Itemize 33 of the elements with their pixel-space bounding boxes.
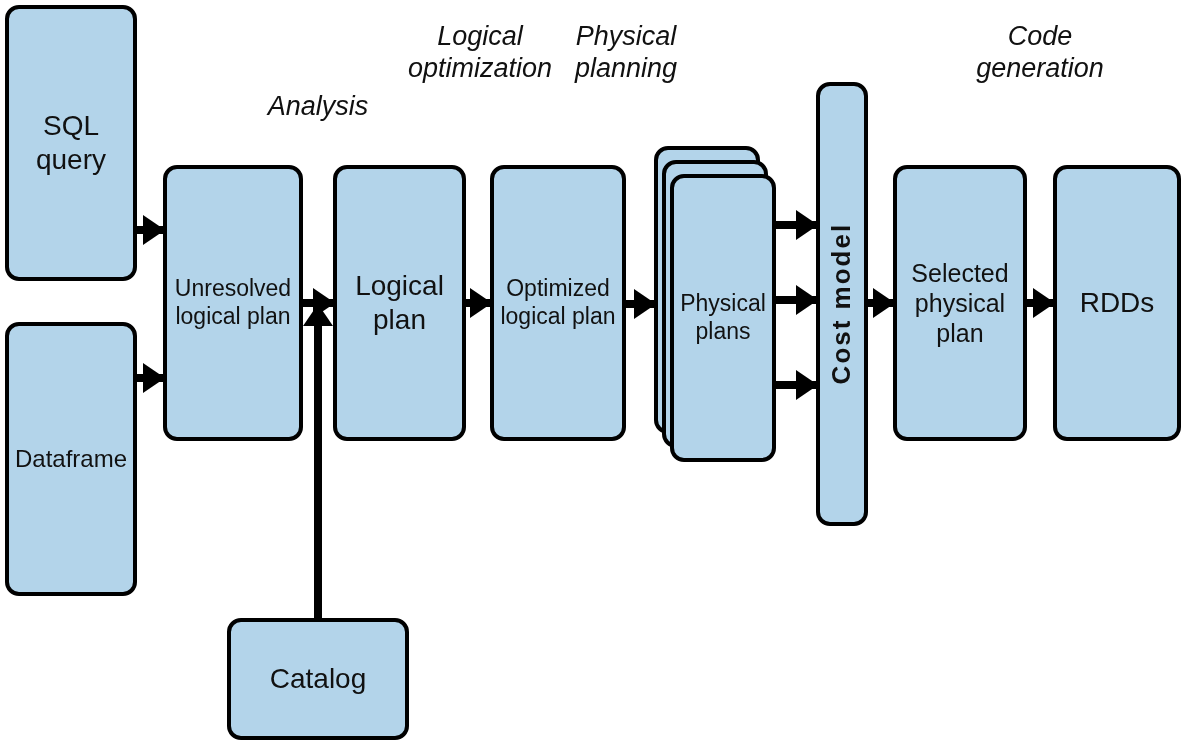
arrow	[466, 288, 492, 318]
node-label: Unresolved logical plan	[173, 275, 293, 331]
vertical-process-bar	[816, 82, 868, 526]
node-label: Physical plans	[679, 290, 767, 346]
process-box	[227, 618, 409, 740]
process-box	[5, 322, 137, 596]
arrow	[1027, 288, 1055, 318]
arrow	[626, 289, 656, 319]
process-box	[163, 165, 303, 441]
node-label: Optimized logical plan	[499, 275, 617, 331]
node-label: Cost model	[826, 223, 858, 385]
process-box	[490, 165, 626, 441]
arrow	[776, 210, 818, 240]
node-label: Dataframe	[13, 444, 128, 474]
arrow	[137, 363, 165, 393]
node-label: SQL query	[34, 109, 107, 177]
arrow	[776, 285, 818, 315]
stage-label: Code generation	[975, 20, 1105, 85]
node-label: Catalog	[268, 662, 368, 696]
process-box	[5, 5, 137, 281]
arrow	[137, 215, 165, 245]
stage-label: Physical planning	[573, 20, 679, 85]
arrow	[868, 288, 895, 318]
process-box	[333, 165, 466, 441]
stage-label: Logical optimization	[406, 20, 554, 85]
process-box	[893, 165, 1027, 441]
arrow	[776, 370, 818, 400]
node-label: RDDs	[1078, 286, 1156, 320]
stage-label: Analysis	[265, 90, 370, 123]
node-label: Selected physical plan	[910, 258, 1010, 348]
stacked-process-boxes	[654, 146, 776, 462]
process-box	[1053, 165, 1181, 441]
node-label: Logical plan	[354, 269, 445, 337]
